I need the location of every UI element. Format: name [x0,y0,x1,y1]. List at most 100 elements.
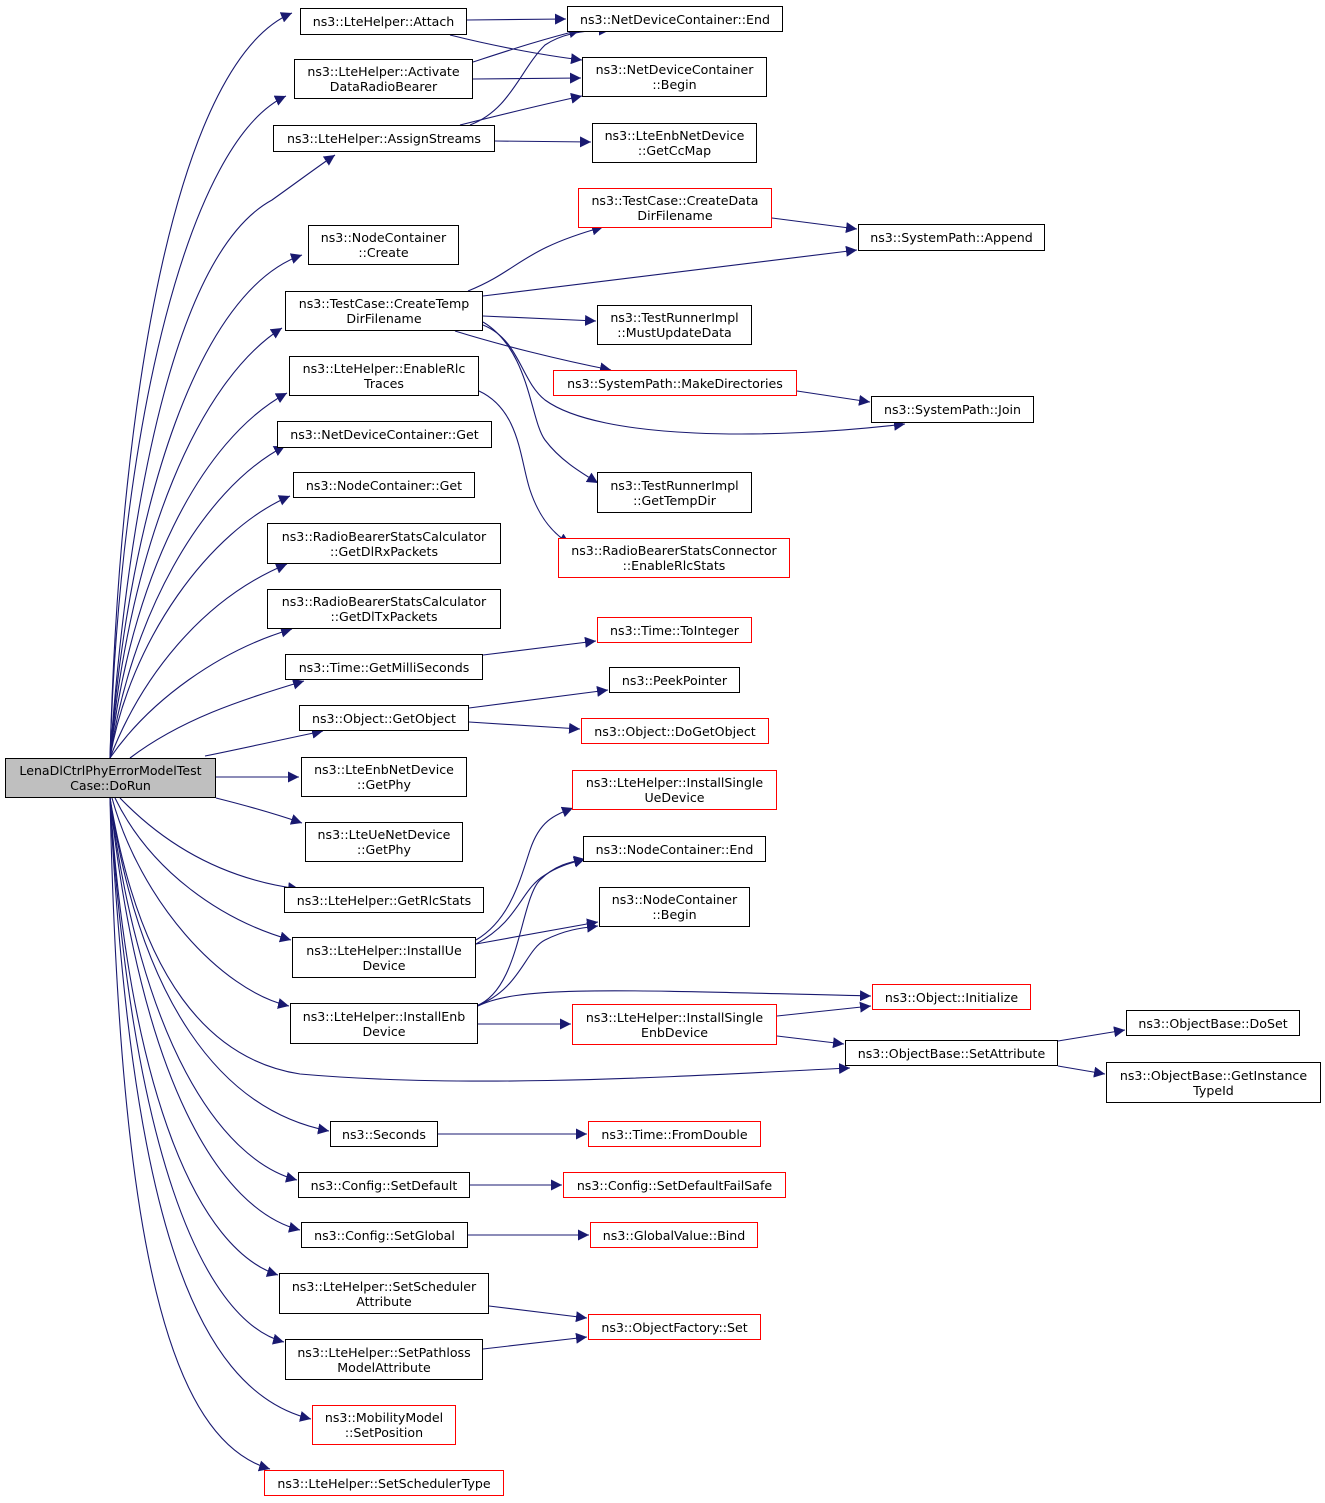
node-of-set[interactable]: ns3::ObjectFactory::Set [588,1314,761,1340]
node-label-line: ns3::ObjectBase::DoSet [1138,1015,1288,1031]
node-label-line: ns3::ObjectBase::SetAttribute [857,1045,1046,1061]
node-label-line: ns3::SystemPath::MakeDirectories [567,375,783,391]
edge-root-to-set-sched-type [109,797,271,1472]
edge-install-ue-to-nc-begin [475,918,599,945]
node-dogetobject[interactable]: ns3::Object::DoGetObject [581,718,769,744]
node-ue-getphy[interactable]: ns3::LteUeNetDevice::GetPhy [305,822,463,862]
node-label-line: ns3::Object::GetObject [311,710,456,726]
node-label-line: ns3::NodeContainer::Get [305,477,463,493]
edge-assign-to-ndc-begin [459,92,583,126]
node-rbsc-tx[interactable]: ns3::RadioBearerStatsCalculator::GetDlTx… [267,589,501,629]
edge-root-to-tc-ctdf [109,327,283,759]
node-label-line: ::GetDlRxPackets [329,543,439,559]
node-rbsc-enable[interactable]: ns3::RadioBearerStatsConnector::EnableRl… [558,538,790,578]
node-time-toint[interactable]: ns3::Time::ToInteger [597,617,752,643]
edge-root-to-mm-setpos [109,797,312,1422]
edge-root-to-cfg-setdefault [109,797,298,1183]
node-label-line: ::MustUpdateData [617,325,732,340]
edge-getobject-to-dogetobject [468,721,581,734]
node-nc-begin[interactable]: ns3::NodeContainer::Begin [599,887,750,927]
node-peek[interactable]: ns3::PeekPointer [609,667,740,693]
edge-tc-ctdf-to-tc-cddf [467,224,604,292]
node-label-line: ns3::LteHelper::InstallSingle [585,775,764,790]
edge-attach-to-ndc-begin [449,34,583,65]
edge-root-to-install-ue [114,797,292,943]
node-label-line: DirFilename [637,208,713,223]
node-time-fromdouble[interactable]: ns3::Time::FromDouble [588,1121,761,1147]
edge-root-to-enablerlc [109,392,288,759]
edge-root-to-activate [109,95,287,759]
node-tri-tempdir[interactable]: ns3::TestRunnerImpl::GetTempDir [597,472,752,513]
node-enb-getphy[interactable]: ns3::LteEnbNetDevice::GetPhy [301,757,467,797]
node-mm-setpos[interactable]: ns3::MobilityModel::SetPosition [312,1405,456,1445]
node-label-line: ::SetPosition [344,1425,424,1440]
node-ndc-begin[interactable]: ns3::NetDeviceContainer::Begin [582,57,767,97]
node-cfg-setdefault[interactable]: ns3::Config::SetDefault [298,1172,470,1198]
node-label-line: TypeId [1193,1082,1234,1098]
node-label-line: Case::DoRun [70,778,151,793]
edge-root-to-attach [109,12,293,759]
node-tri-must[interactable]: ns3::TestRunnerImpl::MustUpdateData [597,305,752,345]
edge-install-enb-to-obj-init [477,990,872,1007]
node-ob-setattr[interactable]: ns3::ObjectBase::SetAttribute [845,1040,1058,1066]
node-set-sched-type[interactable]: ns3::LteHelper::SetSchedulerType [264,1470,504,1496]
node-seconds[interactable]: ns3::Seconds [330,1121,438,1147]
node-label-line: ns3::LteEnbNetDevice [604,128,745,143]
node-label-line: ns3::Config::SetDefaultFailSafe [576,1177,773,1193]
node-ndc-end[interactable]: ns3::NetDeviceContainer::End [567,6,783,32]
node-label-line: ns3::TestRunnerImpl [610,310,739,325]
node-sp-append[interactable]: ns3::SystemPath::Append [858,224,1045,251]
node-label-line: UeDevice [644,790,705,805]
node-label-line: ns3::TestCase::CreateData [591,193,759,208]
edge-root-to-set-pathloss [109,797,285,1345]
node-label-line: EnbDevice [640,1024,708,1040]
node-label-line: ::GetPhy [357,842,411,857]
node-getrlcstats[interactable]: ns3::LteHelper::GetRlcStats [284,887,484,913]
node-ob-doset[interactable]: ns3::ObjectBase::DoSet [1126,1010,1300,1036]
node-label-line: ns3::LteHelper::SetPathloss [297,1344,471,1360]
edge-root-to-install-enb [111,797,290,1009]
node-cfg-setdefaultfs[interactable]: ns3::Config::SetDefaultFailSafe [563,1172,786,1198]
node-getccmap[interactable]: ns3::LteEnbNetDevice::GetCcMap [592,123,757,163]
node-cfg-setglobal[interactable]: ns3::Config::SetGlobal [301,1222,468,1248]
node-label-line: ::GetPhy [357,777,411,792]
node-sp-mkdirs[interactable]: ns3::SystemPath::MakeDirectories [553,370,797,396]
edge-root-to-set-sched-attr [109,797,279,1277]
node-label-line: ns3::LteHelper::InstallEnb [302,1008,466,1024]
edge-root-to-getobject [204,727,324,757]
node-label-line: LenaDlCtrlPhyErrorModelTest [19,763,202,778]
node-rbsc-rx[interactable]: ns3::RadioBearerStatsCalculator::GetDlRx… [267,523,501,564]
node-nc-create[interactable]: ns3::NodeContainer::Create [308,225,459,265]
node-attach[interactable]: ns3::LteHelper::Attach [300,8,467,35]
node-getobject[interactable]: ns3::Object::GetObject [299,705,469,731]
edge-enablerlc-to-rbsc-enable [478,390,571,545]
edge-root-to-ndc-get [109,445,286,759]
node-obj-init[interactable]: ns3::Object::Initialize [872,984,1031,1010]
node-gv-bind[interactable]: ns3::GlobalValue::Bind [590,1222,758,1248]
node-label-line: ns3::LteHelper::Activate [307,64,460,79]
node-time-ms[interactable]: ns3::Time::GetMilliSeconds [285,654,483,680]
edge-root-to-assign [109,154,336,759]
node-nc-end[interactable]: ns3::NodeContainer::End [583,836,766,862]
edge-root-to-getrlcstats [119,797,300,894]
node-label-line: ModelAttribute [337,1359,431,1375]
node-nc-get[interactable]: ns3::NodeContainer::Get [293,472,475,498]
node-ndc-get[interactable]: ns3::NetDeviceContainer::Get [277,421,492,448]
node-label-line: ns3::NetDeviceContainer [595,62,754,77]
node-label-line: ns3::NodeContainer::End [595,841,754,857]
node-label-line: ::Begin [652,907,697,922]
node-assign[interactable]: ns3::LteHelper::AssignStreams [273,125,495,152]
node-sp-join[interactable]: ns3::SystemPath::Join [871,396,1034,423]
